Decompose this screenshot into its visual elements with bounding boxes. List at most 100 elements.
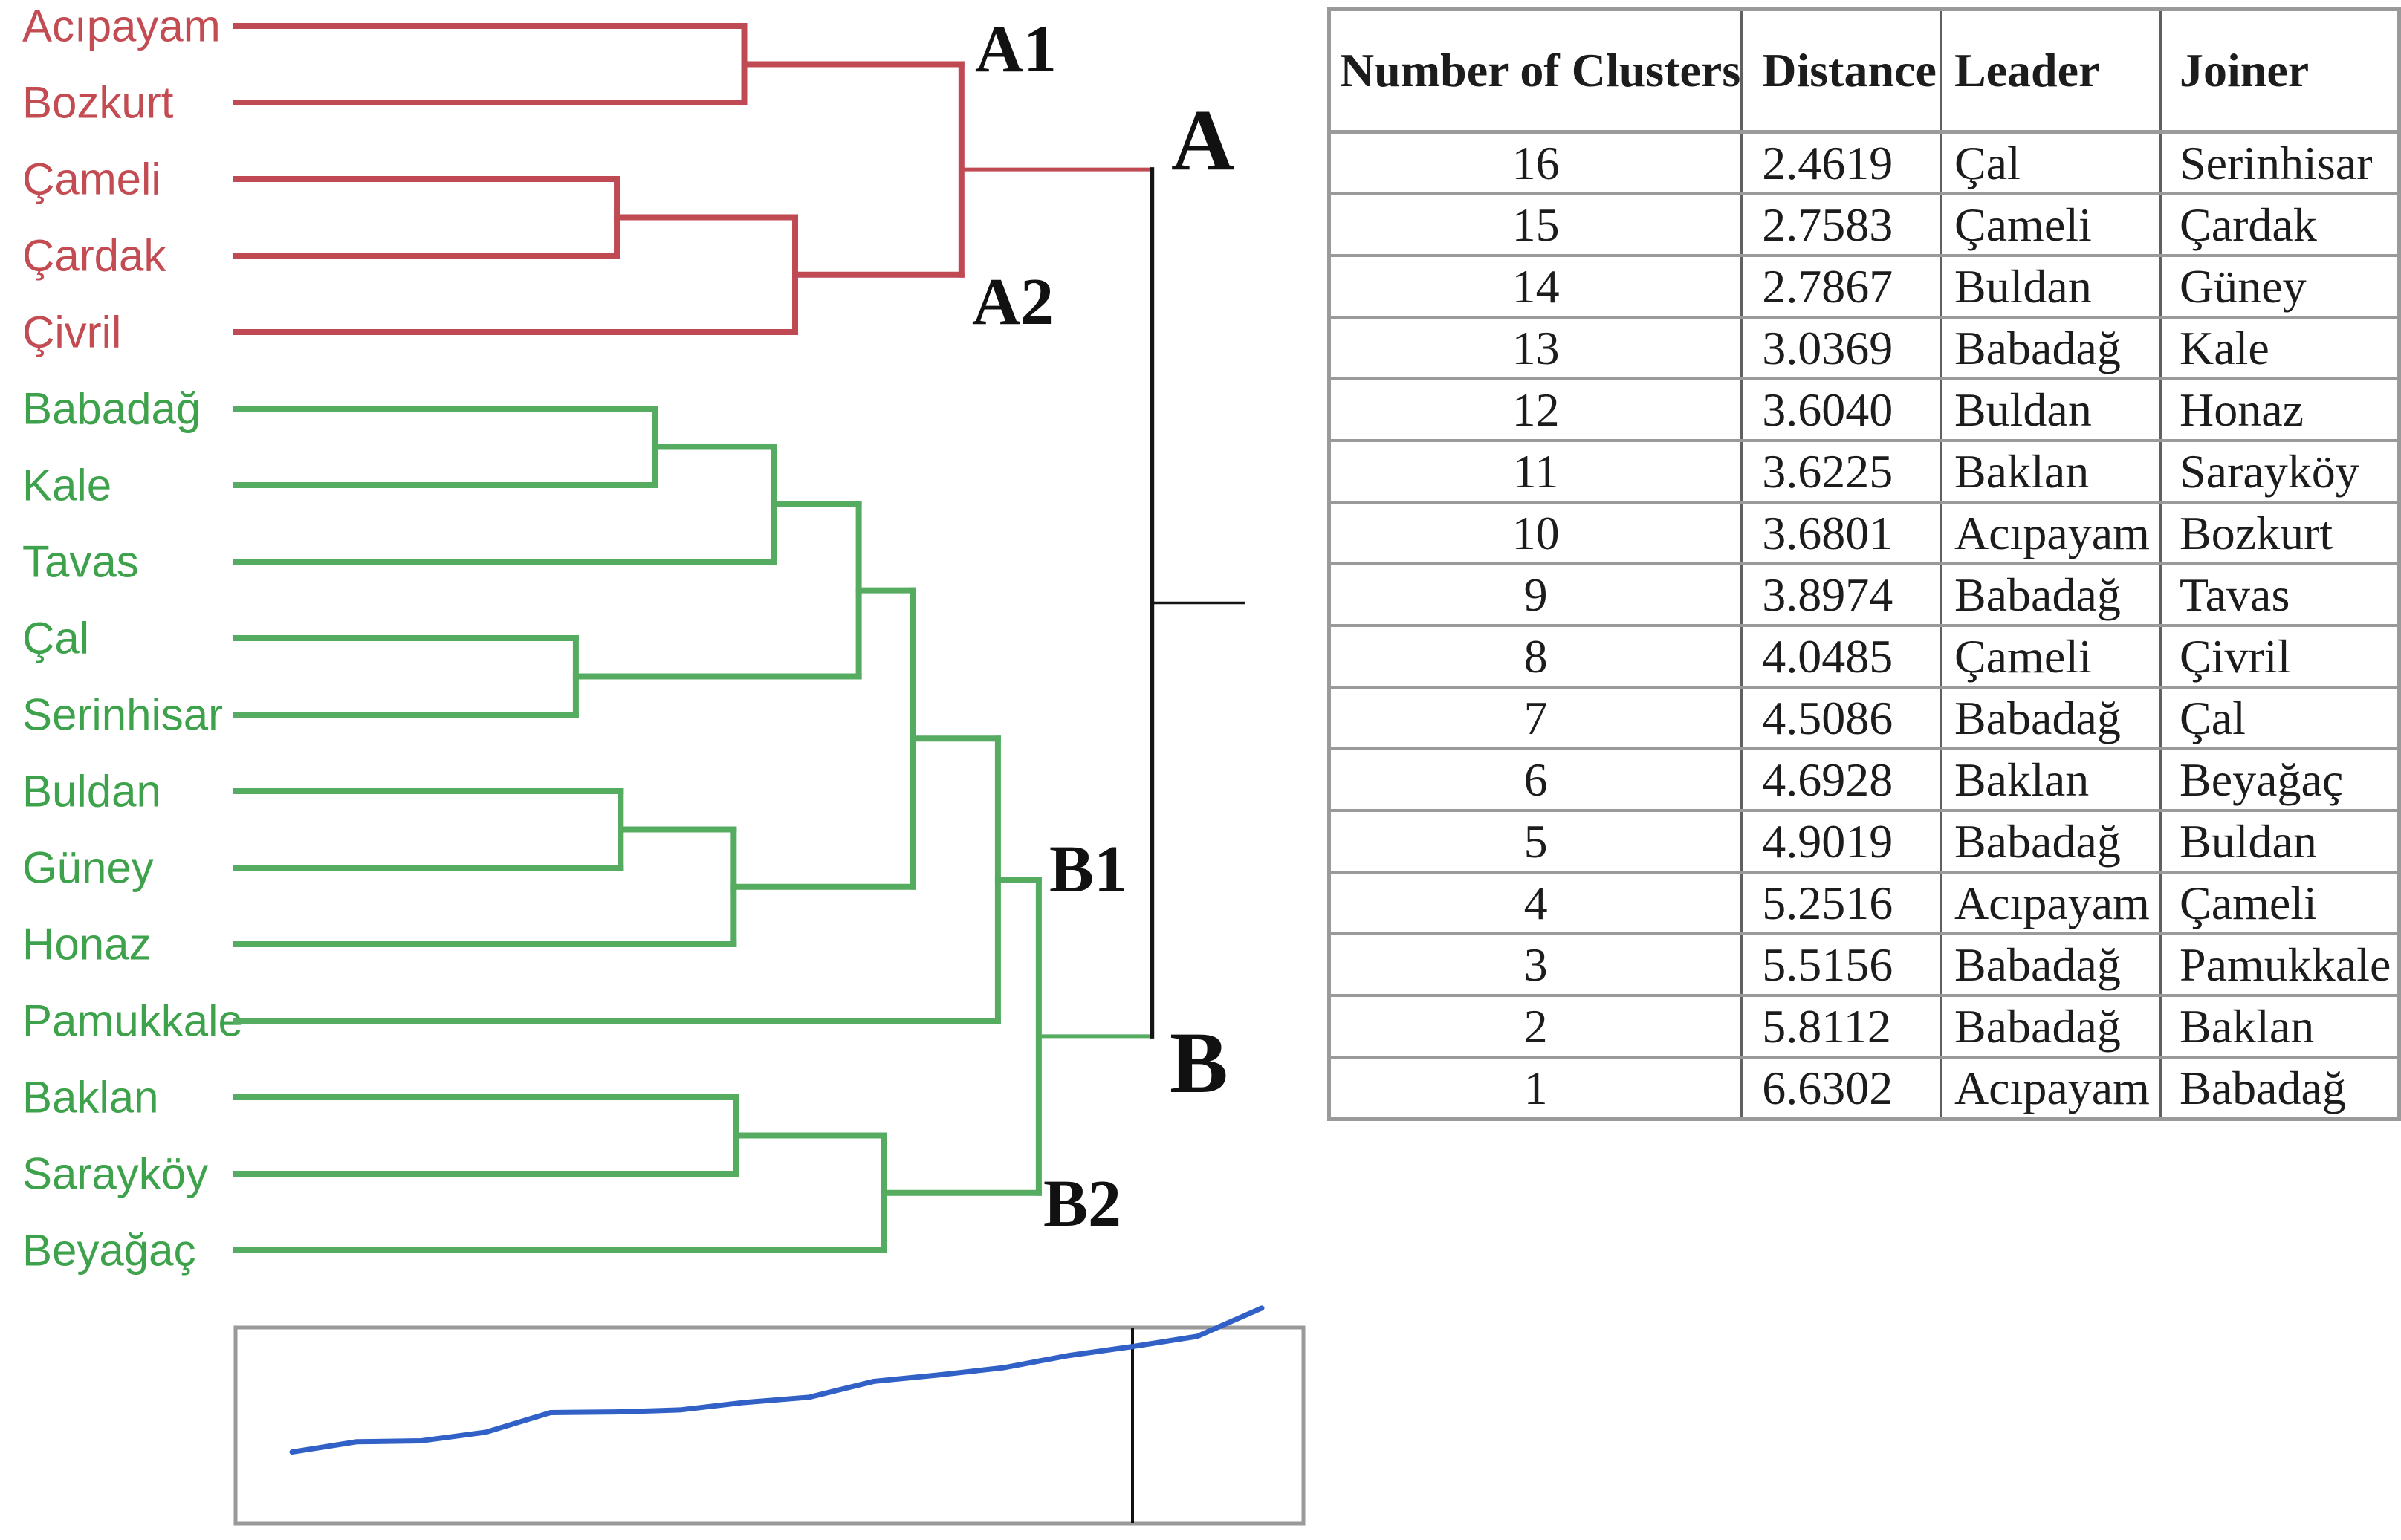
leaf-label: Bozkurt <box>22 78 174 128</box>
table-cell: Çivril <box>2159 624 2400 689</box>
table-cell: 14 <box>1327 254 1743 319</box>
leaf-label: Buldan <box>22 767 161 816</box>
table-cell: Baklan <box>1940 747 2162 812</box>
table-cell: 4.9019 <box>1740 809 1942 874</box>
table-cell: 5 <box>1327 809 1743 874</box>
table-cell: 12 <box>1327 377 1743 442</box>
leaf-label: Serinhisar <box>22 690 223 740</box>
agglomeration-table: Number of Clusters Distance Leader Joine… <box>1327 7 2401 1121</box>
table-cell: 9 <box>1327 562 1743 627</box>
table-cell: 4 <box>1327 871 1743 935</box>
table-cell: 1 <box>1327 1056 1743 1121</box>
table-cell: Çal <box>2159 686 2400 750</box>
table-cell: 6 <box>1327 747 1743 812</box>
table-cell: Çameli <box>1940 624 2162 689</box>
cluster-label-b1: B1 <box>1049 833 1127 906</box>
table-cell: Babadağ <box>2159 1056 2400 1121</box>
table-cell: 2.7583 <box>1740 192 1942 257</box>
leaf-label: Tavas <box>22 537 139 587</box>
table-cell: 4.0485 <box>1740 624 1942 689</box>
table-cell: Babadağ <box>1940 316 2162 380</box>
cluster-label-b2: B2 <box>1043 1167 1121 1241</box>
table-cell: Acıpayam <box>1940 871 2162 935</box>
leaf-label: Pamukkale <box>22 996 243 1046</box>
leaf-label: Baklan <box>22 1073 158 1122</box>
table-cell: Çardak <box>2159 192 2400 257</box>
table-cell: Güney <box>2159 254 2400 319</box>
leaf-label: Çivril <box>22 308 121 357</box>
table-cell: Bozkurt <box>2159 501 2400 565</box>
table-cell: 3.0369 <box>1740 316 1942 380</box>
table-cell: 13 <box>1327 316 1743 380</box>
table-cell: Acıpayam <box>1940 1056 2162 1121</box>
cluster-label-a2: A2 <box>972 265 1054 339</box>
col-header-joiner: Joiner <box>2159 7 2400 134</box>
leaf-label: Güney <box>22 843 154 893</box>
table-cell: 3 <box>1327 932 1743 997</box>
table-cell: 7 <box>1327 686 1743 750</box>
table-cell: Babadağ <box>1940 809 2162 874</box>
table-cell: Acıpayam <box>1940 501 2162 565</box>
leaf-label: Acıpayam <box>22 1 221 51</box>
table-header-row: Number of Clusters Distance Leader Joine… <box>1327 7 2400 134</box>
table-cell: 11 <box>1327 439 1743 504</box>
leaf-label: Çameli <box>22 155 161 204</box>
table-cell: Buldan <box>2159 809 2400 874</box>
col-header-leader: Leader <box>1940 7 2162 134</box>
leaf-label: Çardak <box>22 231 166 281</box>
table-cell: 3.6801 <box>1740 501 1942 565</box>
table-cell: 15 <box>1327 192 1743 257</box>
table-cell: Serinhisar <box>2159 130 2400 195</box>
col-header-distance: Distance <box>1740 7 1942 134</box>
table-cell: Baklan <box>1940 439 2162 504</box>
scree-distance-line <box>289 1305 1265 1455</box>
table-cell: 3.6225 <box>1740 439 1942 504</box>
table-cell: 16 <box>1327 130 1743 195</box>
table-cell: Sarayköy <box>2159 439 2400 504</box>
table-cell: 5.8112 <box>1740 994 1942 1059</box>
table-cell: Çameli <box>1940 192 2162 257</box>
table-cell: 5.2516 <box>1740 871 1942 935</box>
table-cell: 2.7867 <box>1740 254 1942 319</box>
table-cell: Baklan <box>2159 994 2400 1059</box>
leaf-label: Sarayköy <box>22 1149 208 1199</box>
table-cell: 6.6302 <box>1740 1056 1942 1121</box>
table-cell: 3.8974 <box>1740 562 1942 627</box>
table-cell: Beyağaç <box>2159 747 2400 812</box>
leaf-label: Çal <box>22 614 89 663</box>
cluster-label-a1: A1 <box>975 13 1057 86</box>
table-cell: Tavas <box>2159 562 2400 627</box>
table-cell: 4.6928 <box>1740 747 1942 812</box>
table-cell: Babadağ <box>1940 994 2162 1059</box>
table-cell: Babadağ <box>1940 932 2162 997</box>
agglomeration-table-wrap: Number of Clusters Distance Leader Joine… <box>1327 7 2401 1121</box>
col-header-number-of-clusters: Number of Clusters <box>1327 7 1743 134</box>
table-cell: Pamukkale <box>2159 932 2400 997</box>
leaf-label: Babadağ <box>22 384 201 434</box>
table-cell: Kale <box>2159 316 2400 380</box>
table-cell: Babadağ <box>1940 686 2162 750</box>
table-cell: 2.4619 <box>1740 130 1942 195</box>
leaf-label: Beyağaç <box>22 1226 196 1276</box>
leaf-label: Honaz <box>22 920 151 969</box>
table-cell: 2 <box>1327 994 1743 1059</box>
table-cell: 10 <box>1327 501 1743 565</box>
cluster-label-b: B <box>1170 1014 1228 1111</box>
